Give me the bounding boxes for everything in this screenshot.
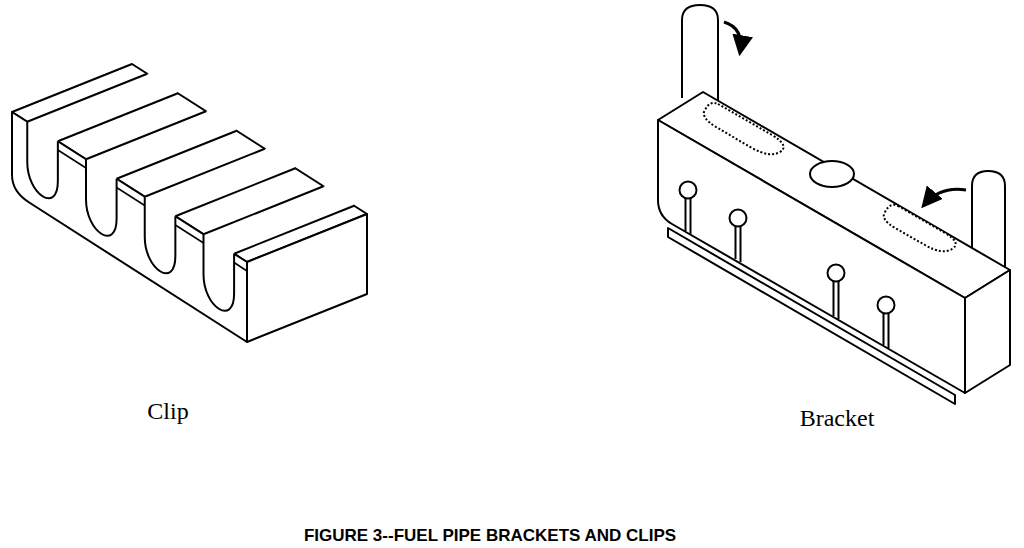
- bracket-drawing: [658, 5, 1010, 404]
- figure-caption: FIGURE 3--FUEL PIPE BRACKETS AND CLIPS: [304, 527, 676, 546]
- part-label: Bracket: [800, 405, 875, 431]
- part-label: Clip: [147, 398, 188, 424]
- clip-drawing: [12, 64, 367, 342]
